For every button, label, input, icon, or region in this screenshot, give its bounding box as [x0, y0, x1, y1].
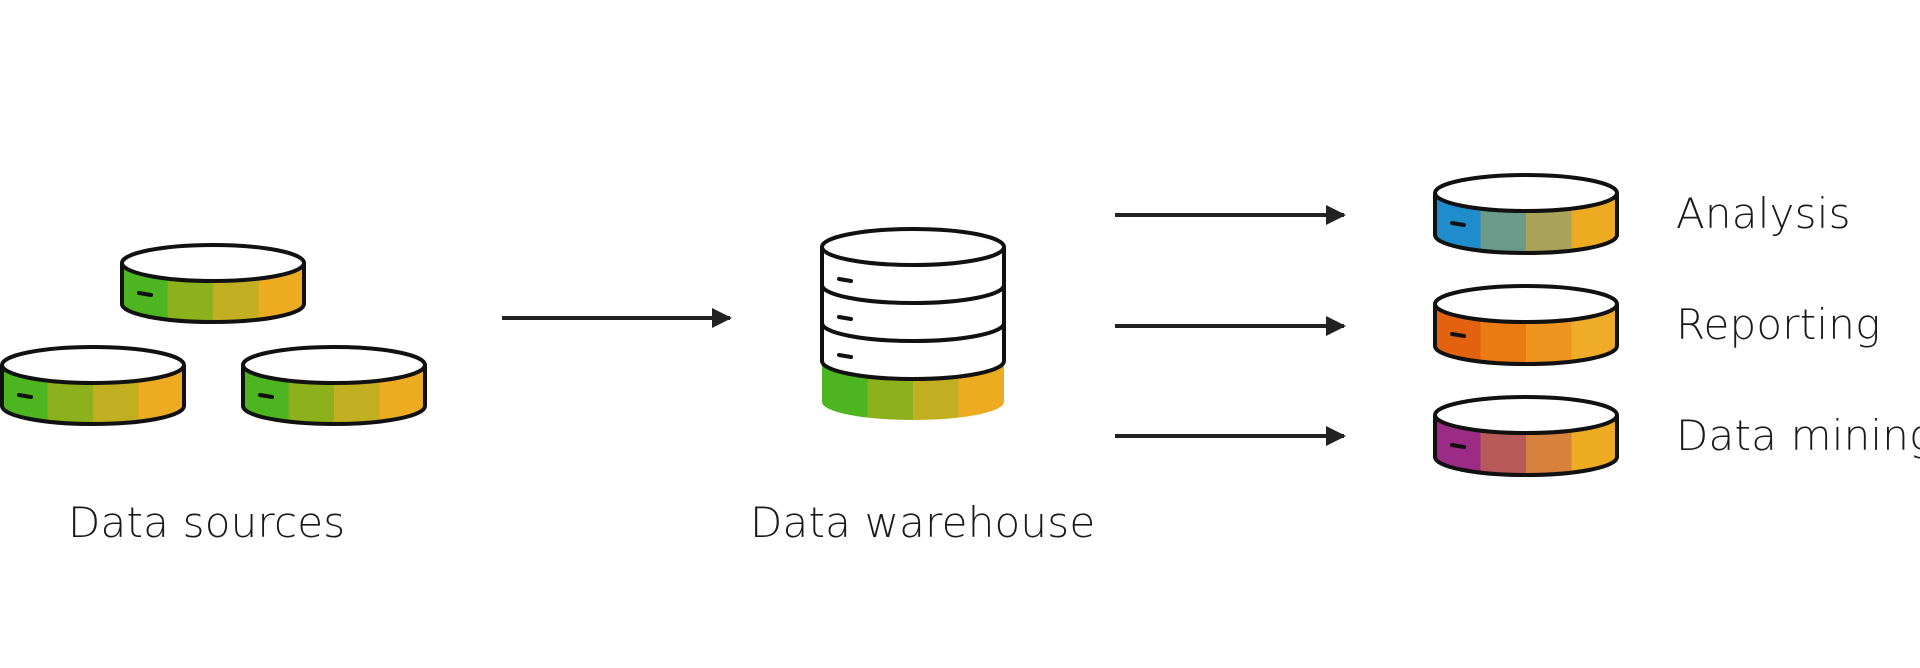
data-source-disk-icon [0, 345, 186, 426]
data-warehouse-label: Data warehouse [750, 498, 1096, 547]
reporting-label: Reporting [1676, 300, 1881, 349]
data-source-disk-icon [241, 345, 427, 426]
data-source-disk-icon [120, 243, 306, 324]
analysis-disk-icon [1433, 173, 1619, 255]
data-mining-disk-icon [1433, 395, 1619, 477]
data-mining-label: Data mining [1676, 411, 1920, 460]
data-warehouse-icon [820, 227, 1006, 420]
analysis-label: Analysis [1676, 189, 1851, 238]
reporting-disk-icon [1433, 284, 1619, 366]
data-sources-label: Data sources [68, 498, 346, 547]
